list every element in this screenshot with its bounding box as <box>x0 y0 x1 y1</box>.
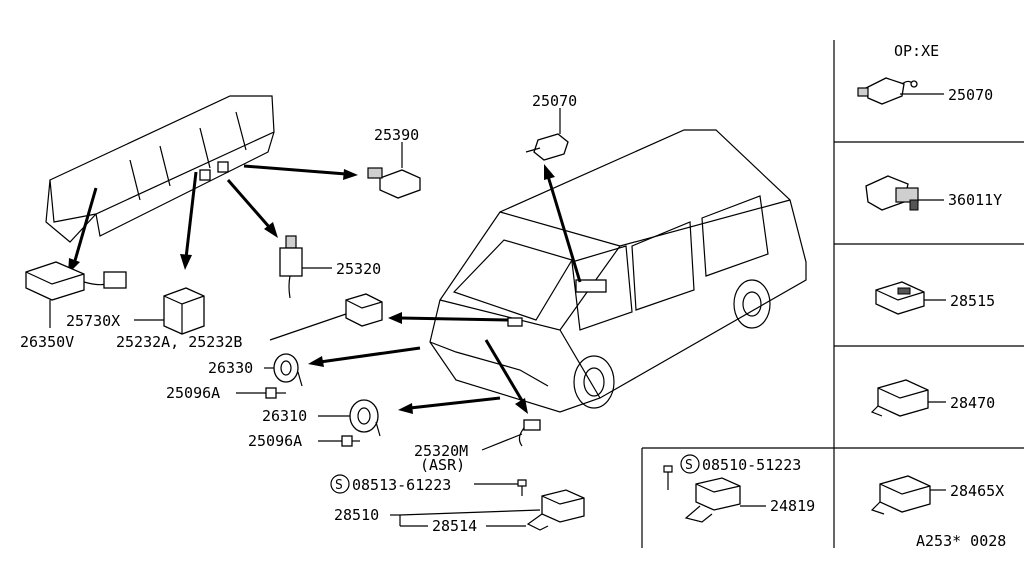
label-25070-top: 25070 <box>532 92 577 110</box>
part-28465x: 28465X <box>870 475 1004 515</box>
label-24819: 24819 <box>770 497 815 515</box>
part-25320: 25320 <box>279 235 381 299</box>
label-26310: 26310 <box>262 407 307 425</box>
s-symbol-1: S <box>685 458 693 473</box>
label-08513: 08513-61223 <box>352 476 451 494</box>
part-25070-top: 25070 <box>525 92 577 161</box>
part-08513: S 08513-61223 <box>330 474 527 496</box>
label-25730x: 25730X <box>66 312 120 330</box>
label-25232: 25232A, 25232B <box>116 333 242 351</box>
part-28515: 28515 <box>875 281 995 315</box>
pointer-arrows <box>68 164 582 414</box>
part-24819-inset: S 08510-51223 24819 <box>663 454 815 523</box>
option-panel: OP:XE <box>641 40 1024 548</box>
label-25320: 25320 <box>336 260 381 278</box>
part-28470: 28470 <box>870 379 995 417</box>
label-25070-option: 25070 <box>948 86 993 104</box>
part-25096a-1: 25096A <box>166 384 286 402</box>
part-25070-option: 25070 <box>857 77 993 105</box>
part-26350v: 26350V <box>20 261 127 351</box>
label-25320m-sub: (ASR) <box>420 456 465 474</box>
label-28465x: 28465X <box>950 482 1004 500</box>
part-25390: 25390 <box>367 126 421 199</box>
van-illustration <box>429 129 807 413</box>
option-header: OP:XE <box>894 42 939 60</box>
part-relay-center <box>269 293 383 341</box>
dashboard-illustration <box>45 95 275 243</box>
label-26350v: 26350V <box>20 333 74 351</box>
part-25730x: 25730X 25232A, 25232B <box>66 287 242 351</box>
label-26330: 26330 <box>208 359 253 377</box>
label-25320m: 25320M <box>414 442 468 460</box>
label-08510: 08510-51223 <box>702 456 801 474</box>
label-36011y: 36011Y <box>948 191 1002 209</box>
label-28510: 28510 <box>334 506 379 524</box>
part-36011y: 36011Y <box>865 175 1002 211</box>
label-25390: 25390 <box>374 126 419 144</box>
label-25096a-1: 25096A <box>166 384 220 402</box>
footer-code: A253* 0028 <box>916 532 1006 550</box>
s-symbol-2: S <box>335 478 343 493</box>
label-25096a-2: 25096A <box>248 432 302 450</box>
part-26310: 26310 <box>262 399 381 437</box>
label-28470: 28470 <box>950 394 995 412</box>
part-28510: 28510 28514 <box>334 489 585 535</box>
part-25320m: 25320M (ASR) <box>414 419 541 474</box>
part-25096a-2: 25096A <box>248 432 360 450</box>
label-28515: 28515 <box>950 292 995 310</box>
part-26330: 26330 <box>208 353 303 387</box>
label-28514: 28514 <box>432 517 477 535</box>
